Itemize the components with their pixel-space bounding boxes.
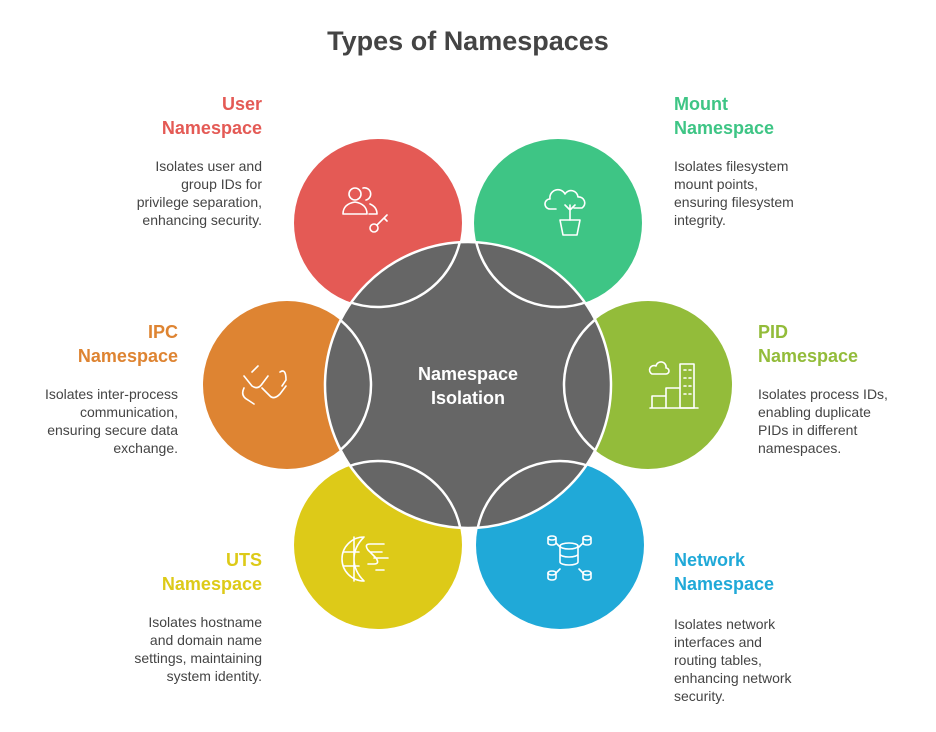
description-line: Isolates network [674,616,776,632]
ipc-heading-line1: IPC [147,322,178,342]
description-line: interfaces and [674,634,762,650]
globe-dollar-icon [341,536,389,582]
description-line: integrity. [674,212,726,228]
mount-description: Isolates filesystem mount points, ensuring… [674,157,876,229]
description-line: system identity. [166,668,262,684]
ipc-circle [203,301,371,469]
user-overlap-arc [326,243,464,309]
description-line: Isolates process IDs, [758,386,888,402]
ipc-heading-line2: Namespace [77,346,178,366]
description-line: ensuring secure data [47,422,178,438]
database-network-icon [547,535,592,581]
description-line: enhancing network [674,670,792,686]
pid-overlap-arc [562,299,610,471]
diagram-title: Types of Namespaces [327,26,609,56]
description-line: security. [674,688,726,704]
center-label: Namespace Isolation [388,362,548,410]
uts-heading-line2: Namespace [161,574,262,594]
network-heading-line2: Namespace [674,574,775,594]
users-key-icon [342,187,388,233]
description-line: routing tables, [674,652,762,668]
description-line: privilege separation, [136,194,262,210]
city-buildings-icon [648,361,699,409]
network-heading-line1: Network [674,550,746,570]
network-overlap-arc [474,459,610,527]
description-line: settings, maintaining [134,650,262,666]
uts-description: Isolates hostname and domain name settings… [60,613,262,685]
description-line: Isolates inter-process [44,386,178,402]
handshake-icon [241,365,287,405]
description-line: group IDs for [181,176,262,192]
center-label-line1: Namespace [417,364,519,384]
center-label-line2: Isolation [430,388,505,408]
uts-heading: UTS Namespace [60,548,262,596]
description-line: namespaces. [758,440,842,456]
description-line: exchange. [113,440,178,456]
user-description: Isolates user and group IDs for privilege … [60,157,262,229]
description-line: enabling duplicate [758,404,871,420]
description-line: and domain name [149,632,262,648]
description-line: Isolates filesystem [674,158,789,174]
description-line: communication, [79,404,178,420]
description-line: PIDs in different [758,422,858,438]
mount-heading-line1: Mount [674,94,728,114]
ipc-heading: IPC Namespace [0,320,178,368]
description-line: ensuring filesystem [674,194,794,210]
cloud-plant-icon [544,188,586,236]
user-heading-line2: Namespace [161,118,262,138]
center-circle [323,240,613,530]
description-line: Isolates user and [155,158,262,174]
ipc-overlap-arc [326,299,373,471]
uts-overlap-arc [326,459,464,527]
description-line: Isolates hostname [148,614,262,630]
pid-heading-line1: PID [758,322,789,342]
network-description: Isolates network interfaces and routing ta… [674,615,876,705]
description-line: mount points, [674,176,759,192]
ipc-description: Isolates inter-process communication, ensu… [0,385,178,457]
pid-heading-line2: Namespace [758,346,859,366]
user-heading-line1: User [221,94,262,114]
description-line: enhancing security. [142,212,262,228]
mount-overlap-arc [472,243,610,309]
mount-heading-line2: Namespace [674,118,775,138]
uts-heading-line1: UTS [226,550,262,570]
pid-heading: PID Namespace [758,320,936,368]
